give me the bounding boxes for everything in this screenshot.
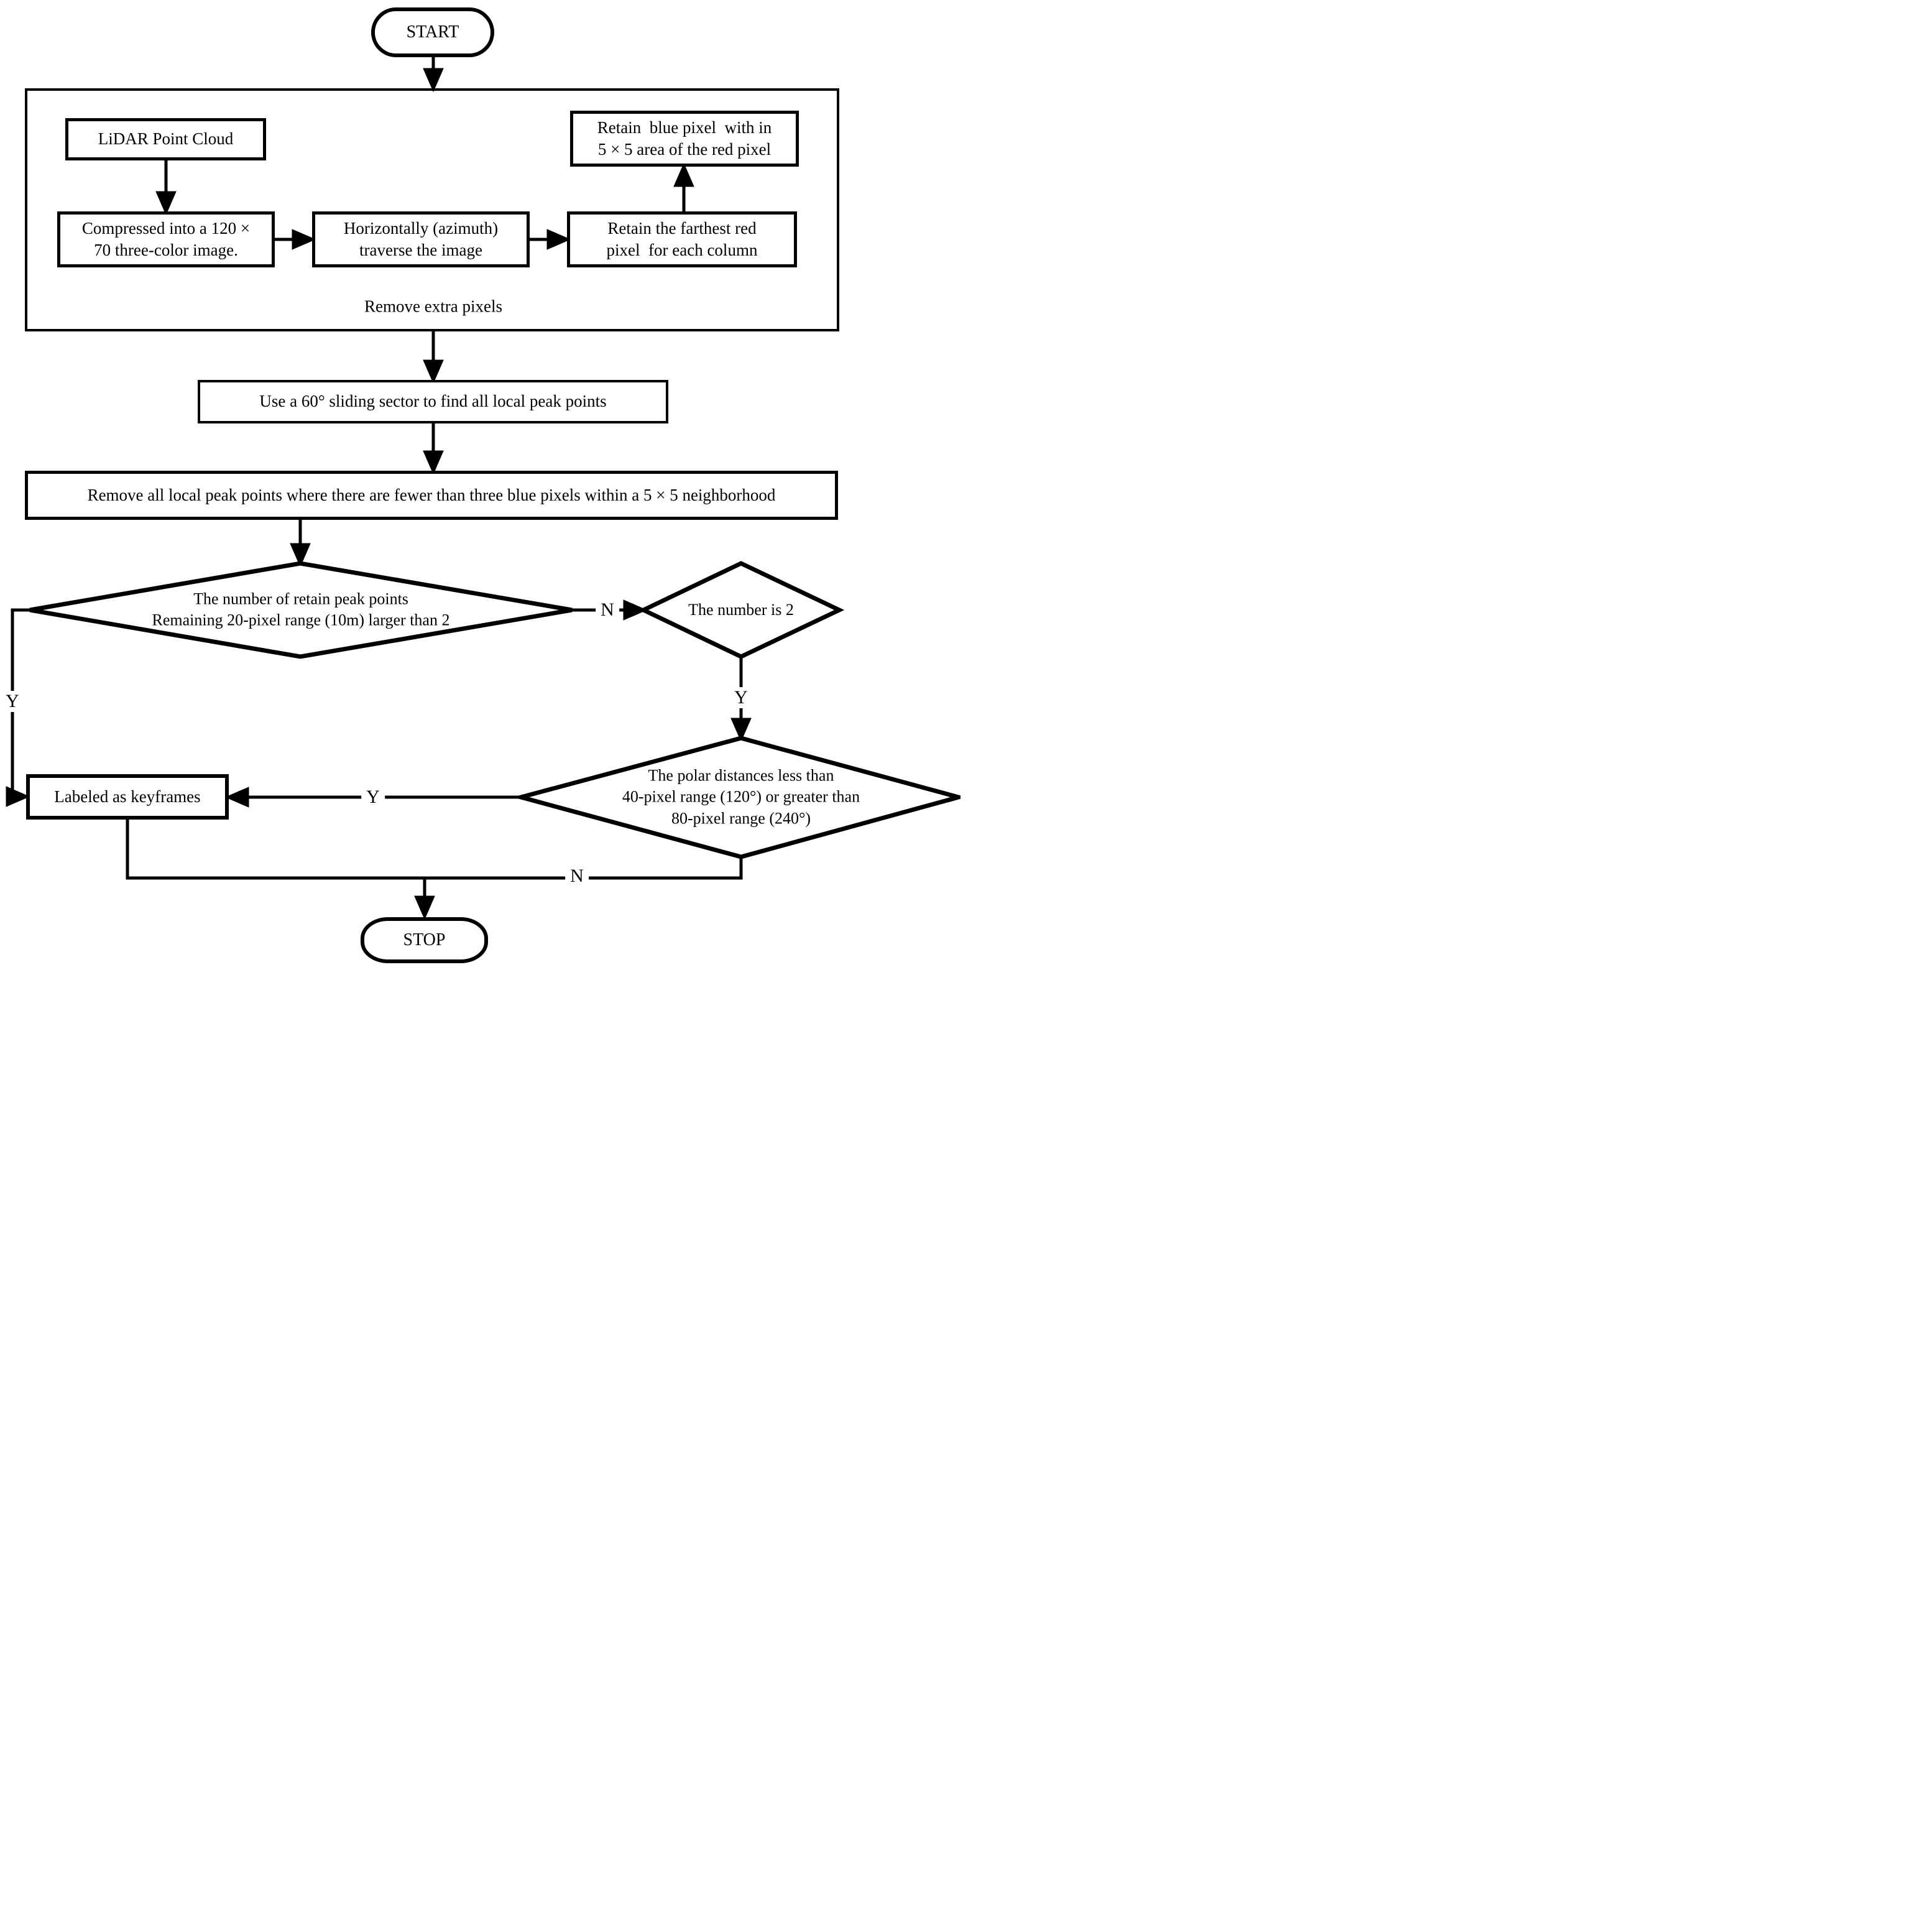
stop-terminal: STOP bbox=[361, 917, 488, 963]
edge-label-count-yes: Y bbox=[1, 691, 24, 712]
retain-blue-pixel-box: Retain blue pixel with in 5 × 5 area of … bbox=[570, 111, 799, 167]
sliding-sector-box: Use a 60° sliding sector to find all loc… bbox=[198, 380, 668, 423]
decision-polar-distance-text: The polar distances less than 40-pixel r… bbox=[622, 765, 860, 830]
peak-count-line2: Remaining 20-pixel range (10m) larger th… bbox=[152, 611, 450, 629]
arrowhead-down-icon bbox=[423, 450, 444, 475]
retain-red-line2: pixel for each column bbox=[606, 241, 758, 259]
compressed-line2: 70 three-color image. bbox=[94, 241, 238, 259]
edge-remove-peaks-to-peak-count bbox=[290, 520, 311, 568]
arrowhead-down-icon bbox=[423, 359, 444, 384]
arrowhead-left-icon bbox=[224, 787, 249, 808]
keyframes-box: Labeled as keyframes bbox=[26, 774, 229, 820]
edge-group-to-sector bbox=[423, 331, 444, 384]
remove-peaks-label: Remove all local peak points where there… bbox=[87, 485, 776, 504]
edge-sector-to-remove-peaks bbox=[423, 423, 444, 475]
arrowhead-down-icon bbox=[730, 718, 752, 742]
retain-blue-line2: 5 × 5 area of the red pixel bbox=[597, 140, 772, 159]
polar-line1: The polar distances less than bbox=[648, 766, 834, 785]
edge-start-to-group bbox=[423, 57, 444, 93]
edge-label-two-yes: Y bbox=[729, 687, 753, 708]
edge-label-polar-yes: Y bbox=[361, 787, 385, 808]
retain-red-line1: Retain the farthest red bbox=[607, 218, 757, 238]
edge-to-stop bbox=[126, 820, 743, 920]
decision-number-is-two-text: The number is 2 bbox=[688, 600, 794, 619]
decision-peak-count-text: The number of retain peak points Remaini… bbox=[152, 589, 450, 632]
horizontal-traverse-box: Horizontally (azimuth) traverse the imag… bbox=[312, 211, 530, 267]
compressed-image-box: Compressed into a 120 × 70 three-color i… bbox=[57, 211, 275, 267]
stop-label: STOP bbox=[403, 930, 446, 950]
flowchart-canvas: START LiDAR Point Cloud Retain blue pixe… bbox=[0, 0, 960, 966]
arrowhead-right-icon bbox=[6, 786, 30, 807]
arrowhead-right-icon bbox=[623, 599, 648, 621]
polar-line2: 40-pixel range (120°) or greater than bbox=[622, 787, 860, 806]
remove-extra-pixels-caption: Remove extra pixels bbox=[364, 297, 502, 316]
remove-peaks-box: Remove all local peak points where there… bbox=[25, 471, 838, 520]
retain-farthest-red-box: Retain the farthest red pixel for each c… bbox=[567, 211, 797, 267]
lidar-label: LiDAR Point Cloud bbox=[98, 129, 234, 149]
sector-label: Use a 60° sliding sector to find all loc… bbox=[259, 392, 607, 411]
edge-label-count-no: N bbox=[596, 599, 619, 621]
keyframes-label: Labeled as keyframes bbox=[54, 787, 201, 806]
traverse-line1: Horizontally (azimuth) bbox=[343, 218, 499, 238]
lidar-point-cloud-box: LiDAR Point Cloud bbox=[65, 118, 266, 160]
edge-label-polar-no: N bbox=[565, 866, 589, 887]
peak-count-line1: The number of retain peak points bbox=[193, 589, 408, 608]
compressed-line1: Compressed into a 120 × bbox=[81, 218, 251, 238]
polar-line3: 80-pixel range (240°) bbox=[671, 809, 811, 828]
traverse-line2: traverse the image bbox=[359, 241, 482, 259]
retain-blue-line1: Retain blue pixel with in bbox=[597, 118, 772, 137]
start-terminal: START bbox=[371, 7, 494, 57]
arrowhead-down-icon bbox=[423, 68, 444, 93]
arrowhead-down-icon bbox=[414, 895, 435, 920]
start-label: START bbox=[406, 22, 459, 42]
arrowhead-down-icon bbox=[290, 543, 311, 568]
